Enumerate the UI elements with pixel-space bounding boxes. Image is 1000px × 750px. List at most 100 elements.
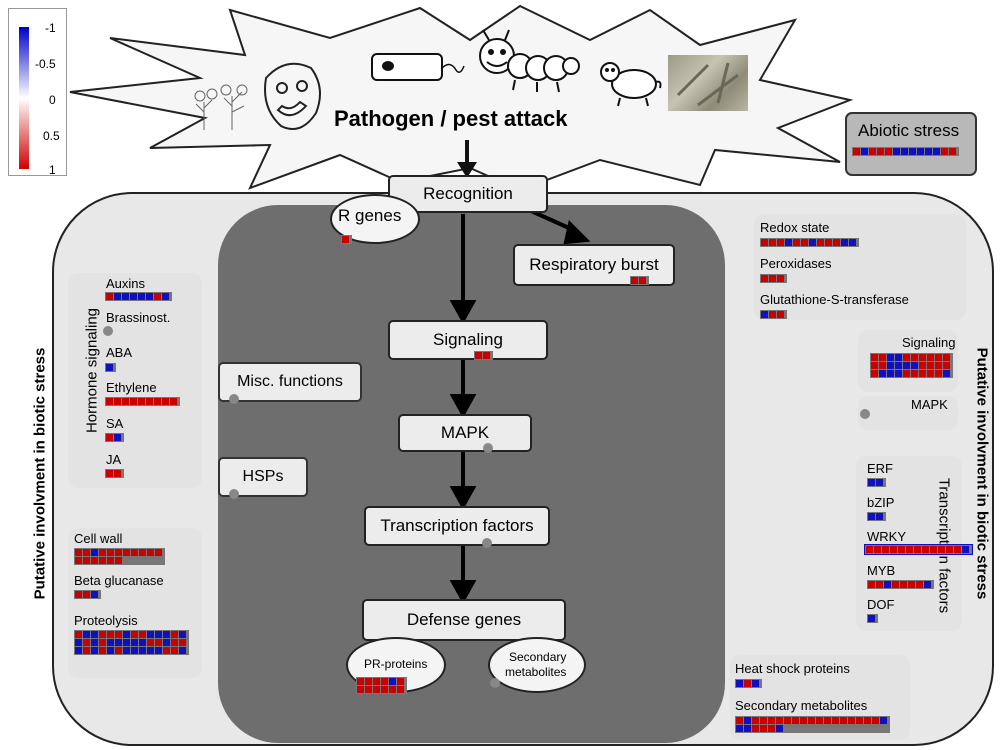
bacterium-icon [371, 53, 465, 81]
heatmap-cell [917, 148, 924, 155]
heatmap-cell [817, 239, 824, 246]
heatmap-cell [768, 725, 775, 732]
sa-heatmap [105, 433, 124, 442]
heatmap-cell [389, 686, 396, 693]
heatmap-cell [83, 557, 90, 564]
heatmap-cell [887, 370, 894, 377]
heatmap-cell [879, 362, 886, 369]
heatmap-cell [162, 398, 169, 405]
heatmap-cell [769, 275, 776, 282]
heatmap-cell [871, 362, 878, 369]
gst-heatmap [760, 310, 787, 319]
right-secondary-metabolites-heatmap [735, 716, 890, 733]
heatmap-cell [122, 398, 129, 405]
redox-state-label: Redox state [760, 220, 830, 235]
heatmap-cell [155, 639, 162, 646]
heatmap-cell [880, 717, 887, 724]
heatmap-cell [99, 647, 106, 654]
heatmap-cell [83, 647, 90, 654]
heatmap-cell [138, 398, 145, 405]
heatmap-cell [106, 434, 113, 441]
heatmap-cell [868, 615, 875, 622]
respiratory-burst-box: Respiratory burst [513, 244, 675, 286]
heatmap-cell [114, 398, 121, 405]
heatmap-cell [75, 631, 82, 638]
heatmap-cell [925, 148, 932, 155]
fungus-creature-icon [264, 62, 321, 130]
legend-tick-4: 0.5 [43, 129, 60, 143]
heatmap-cell [879, 354, 886, 361]
heatmap-cell [901, 148, 908, 155]
heatmap-cell [147, 639, 154, 646]
heatmap-cell [874, 546, 881, 553]
heatmap-cell [163, 639, 170, 646]
heatmap-cell [903, 362, 910, 369]
heatmap-cell [927, 362, 934, 369]
heatmap-cell [130, 398, 137, 405]
heatmap-cell [146, 398, 153, 405]
respiratory-burst-heatmap [630, 276, 649, 285]
heatmap-cell [887, 362, 894, 369]
heatmap-cell [75, 639, 82, 646]
cow-bug-icon [600, 62, 662, 107]
secondary-metabolites-ellipse [488, 637, 586, 693]
heatmap-cell [761, 239, 768, 246]
heatmap-cell [856, 717, 863, 724]
heatmap-cell [106, 364, 113, 371]
heatmap-cell [91, 557, 98, 564]
aba-label: ABA [106, 345, 133, 360]
heatmap-cell [744, 725, 751, 732]
arrow-attack-to-recognition [457, 140, 477, 178]
heatmap-cell [75, 557, 82, 564]
heatmap-cell [83, 549, 90, 556]
heatmap-cell [761, 275, 768, 282]
heatmap-cell [123, 639, 130, 646]
heatmap-cell [911, 370, 918, 377]
heatmap-cell [163, 631, 170, 638]
heatmap-cell [768, 717, 775, 724]
heatmap-cell [954, 546, 961, 553]
heatmap-cell [853, 148, 860, 155]
heatmap-cell [115, 557, 122, 564]
heatmap-cell [776, 717, 783, 724]
heatmap-cell [752, 717, 759, 724]
heatmap-cell [155, 549, 162, 556]
heatmap-cell [785, 239, 792, 246]
heatmap-cell [155, 631, 162, 638]
legend-tick-1: -1 [45, 21, 56, 35]
heatmap-cell [924, 581, 931, 588]
heatmap-cell [91, 631, 98, 638]
heatmap-cell [114, 434, 121, 441]
heatmap-cell [895, 354, 902, 361]
heatmap-cell [736, 680, 743, 687]
heatmap-cell [107, 639, 114, 646]
heatmap-cell [890, 546, 897, 553]
legend-colorbar [19, 27, 29, 169]
right-signaling-heatmap [870, 353, 953, 378]
brassinost-label: Brassinost. [106, 310, 171, 325]
heatmap-cell [866, 546, 873, 553]
proteolysis-heatmap [74, 630, 189, 655]
heatmap-cell [91, 549, 98, 556]
heatmap-cell [882, 546, 889, 553]
heatmap-cell [179, 639, 186, 646]
heatmap-cell [876, 513, 883, 520]
heatmap-cell [154, 398, 161, 405]
ja-heatmap [105, 469, 124, 478]
heatmap-cell [155, 647, 162, 654]
heatmap-cell [381, 678, 388, 685]
right-mapk-dot [860, 409, 870, 419]
heatmap-cell [769, 311, 776, 318]
heatmap-cell [938, 546, 945, 553]
heatmap-cell [373, 678, 380, 685]
virus-micrograph-image [668, 55, 748, 111]
ja-label: JA [106, 452, 122, 467]
heatmap-cell [935, 362, 942, 369]
heatmap-cell [832, 717, 839, 724]
pr-proteins-label: PR-proteins [364, 657, 428, 671]
heatmap-cell [99, 639, 106, 646]
heatmap-cell [744, 680, 751, 687]
heatmap-cell [736, 725, 743, 732]
heatmap-cell [389, 678, 396, 685]
peroxidases-label: Peroxidases [760, 256, 832, 271]
